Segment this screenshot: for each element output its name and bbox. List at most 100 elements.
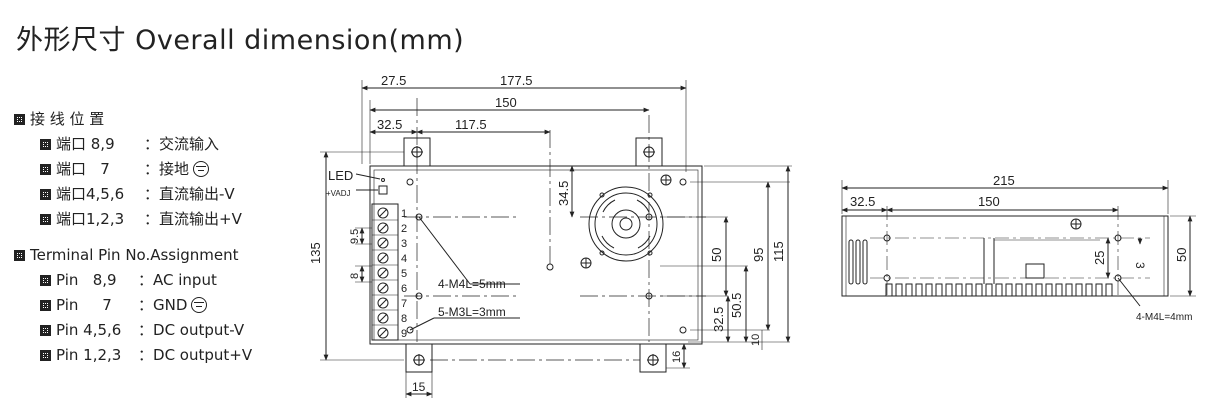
legend-desc: 直流输出-V	[159, 185, 235, 203]
legend-desc: GND	[153, 296, 188, 314]
dim-215: 215	[993, 173, 1015, 188]
m3-hole	[679, 178, 687, 186]
legend-en-item: Pin 8,9 ： AC input	[40, 269, 217, 291]
bullet-icon	[40, 163, 51, 175]
legend-desc: AC input	[153, 271, 217, 289]
dim-25: 25	[1092, 251, 1107, 265]
legend-cn-item: 端口4,5,6 ： 直流输出-V	[40, 183, 235, 205]
dim-32-5: 32.5	[850, 194, 875, 209]
bullet-icon	[40, 138, 51, 150]
bottom-vents	[885, 283, 1113, 296]
dim-50: 50	[1174, 248, 1189, 262]
dim-177-5: 177.5	[500, 73, 533, 88]
m3-hole	[406, 178, 414, 186]
legend-sep: ：	[138, 321, 154, 339]
legend-cn-item: 端口 7 ： 接地	[40, 158, 210, 180]
side-view	[841, 180, 1196, 307]
pin-number: 2	[401, 223, 407, 235]
legend-cn-heading: 接 线 位 置	[30, 110, 105, 128]
dim-34-5: 34.5	[556, 181, 571, 206]
legend-sep: ：	[138, 346, 154, 364]
dim-150: 150	[495, 95, 517, 110]
bullet-icon	[40, 213, 51, 225]
led-label: LED	[328, 168, 353, 183]
legend-sep: ：	[138, 271, 154, 289]
front-case-inner	[373, 169, 699, 341]
front-case-outline	[369, 165, 703, 345]
legend-sep: ：	[144, 210, 160, 228]
dim-115: 115	[771, 241, 786, 262]
legend-desc: 直流输出+V	[159, 210, 242, 228]
dim-32-5-vertical: 32.5	[711, 307, 726, 332]
bullet-icon	[40, 299, 51, 311]
m4-hole-label: 4-M4L=4mm	[1136, 312, 1192, 323]
dim-95: 95	[751, 248, 766, 262]
dim-3: 3	[1133, 262, 1147, 269]
legend-pin: Pin 7	[56, 296, 112, 314]
legend-en-heading: Terminal Pin No.Assignment	[30, 246, 239, 264]
legend-cn-item: 端口1,2,3 ： 直流输出+V	[40, 208, 242, 230]
m3-hole-label: 5-M3L=3mm	[438, 305, 506, 319]
vadj-label: +VADJ	[326, 189, 351, 198]
legend-desc: DC output-V	[153, 321, 245, 339]
dim-8: 8	[349, 273, 361, 279]
side-case-outline	[841, 215, 1169, 297]
dim-10: 10	[750, 334, 762, 346]
dim-150: 150	[978, 194, 1000, 209]
m4-hole-label: 4-M4L=5mm	[438, 277, 506, 291]
dim-16: 16	[671, 351, 683, 363]
legend-sep: ：	[144, 160, 160, 178]
pin-number: 4	[401, 253, 407, 265]
pin-numbers: 1 2 3 4 5 6 7 8 9	[401, 208, 407, 340]
bullet-icon	[40, 188, 51, 200]
page-title: 外形尺寸 Overall dimension(mm)	[16, 25, 465, 56]
mounting-tab	[405, 343, 433, 373]
legend-pin: 端口1,2,3	[56, 210, 125, 228]
front-view	[320, 80, 792, 398]
legend-pin: 端口4,5,6	[56, 185, 125, 203]
pin-number: 3	[401, 238, 407, 250]
ground-symbol-icon	[191, 297, 208, 313]
m3-hole	[406, 326, 414, 334]
legend-sep: ：	[138, 296, 154, 314]
legend-en-item: Pin 7 ： GND	[40, 294, 208, 316]
bullet-icon	[40, 274, 51, 286]
legend-pin: 端口 8,9	[56, 135, 115, 153]
pin-number: 1	[401, 208, 407, 220]
side-view-labels: 215 32.5 150 25 3 50 4-M4L=4mm	[850, 173, 1192, 323]
dim-9-5: 9.5	[349, 229, 361, 244]
legend-en-item: Pin 1,2,3 ： DC output+V	[40, 344, 252, 366]
legend-sep: ：	[144, 135, 160, 153]
pin-number: 8	[401, 313, 407, 325]
m3-hole	[679, 326, 687, 334]
legend-desc: DC output+V	[153, 346, 253, 364]
legend-pin: 端口 7	[56, 160, 110, 178]
pin-number: 5	[401, 268, 407, 280]
vadj-potentiometer	[378, 185, 388, 195]
dim-135: 135	[308, 242, 323, 264]
fan-icon	[588, 186, 664, 262]
bullet-icon	[40, 349, 51, 361]
legend-cn-item: 端口 8,9 ： 交流输入	[40, 133, 219, 155]
legend-desc: 接地	[159, 160, 190, 178]
legend-desc: 交流输入	[159, 135, 220, 153]
ground-symbol-icon	[193, 161, 210, 177]
dim-50-5: 50.5	[729, 293, 744, 318]
terminal-screws	[377, 207, 389, 339]
pin-number: 6	[401, 283, 407, 295]
legend-pin: Pin 4,5,6	[56, 321, 122, 339]
dim-32-5: 32.5	[377, 117, 402, 132]
legend-pin: Pin 1,2,3	[56, 346, 122, 364]
legend-en-item: Pin 4,5,6 ： DC output-V	[40, 319, 244, 341]
front-view-labels: 27.5 177.5 150 32.5 117.5 LED +VADJ 4-M4…	[308, 73, 786, 394]
dim-117-5: 117.5	[455, 117, 487, 132]
legend-sep: ：	[144, 185, 160, 203]
legend-en-heading-row: Terminal Pin No.Assignment	[14, 244, 239, 266]
dim-50: 50	[709, 248, 724, 262]
legend-cn-heading-row: 接 线 位 置	[14, 108, 104, 130]
dim-27-5: 27.5	[381, 73, 406, 88]
bullet-icon	[14, 113, 25, 125]
terminal-block	[371, 203, 399, 341]
m3-hole	[546, 263, 554, 271]
